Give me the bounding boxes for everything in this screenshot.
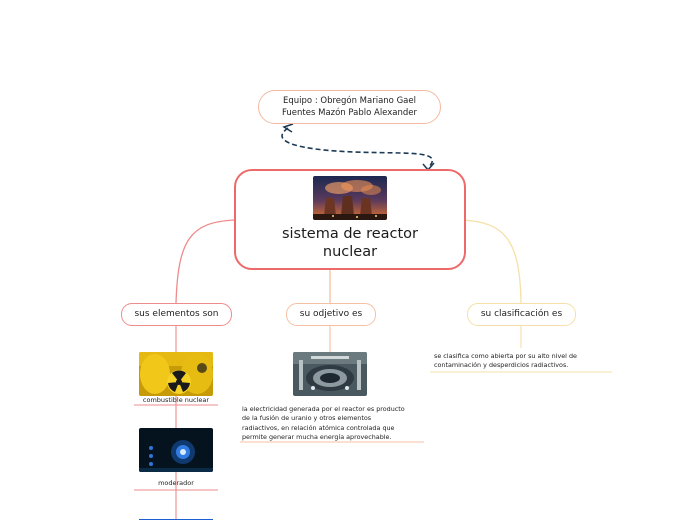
connector-clasificacion [461,219,522,304]
nuclear-cooling-towers-photo [313,176,387,220]
objetivo-description: la electricidad generada por el reactor … [242,405,405,441]
blue-control-panel-photo[interactable] [139,512,213,520]
link-arrowhead-top [282,123,294,133]
clasificacion-description: se clasifica como abierta por su alto ni… [434,352,577,370]
dashed-relationship-link [281,127,434,169]
blue-reactor-core-photo[interactable] [139,428,213,472]
caption-combustible: combustible nuclear [142,396,210,404]
branch-objetivo[interactable]: su odjetivo es [286,303,376,326]
team-node[interactable]: Equipo : Obregón Mariano Gael Fuentes Ma… [258,90,441,124]
central-topic-title: sistema de reactor nuclear [281,226,419,260]
caption-moderador: moderador [158,479,194,487]
team-line-1: Equipo : Obregón Mariano Gael [283,96,416,106]
central-topic-node[interactable]: sistema de reactor nuclear [234,169,466,270]
branch-elementos[interactable]: sus elementos son [121,303,232,326]
connector-elementos [175,219,236,304]
reactor-interior-photo[interactable] [293,352,367,396]
branch-clasificacion[interactable]: su clasificación es [467,303,576,326]
radioactive-barrels-photo[interactable] [139,352,213,396]
team-line-2: Fuentes Mazón Pablo Alexander [281,108,418,118]
